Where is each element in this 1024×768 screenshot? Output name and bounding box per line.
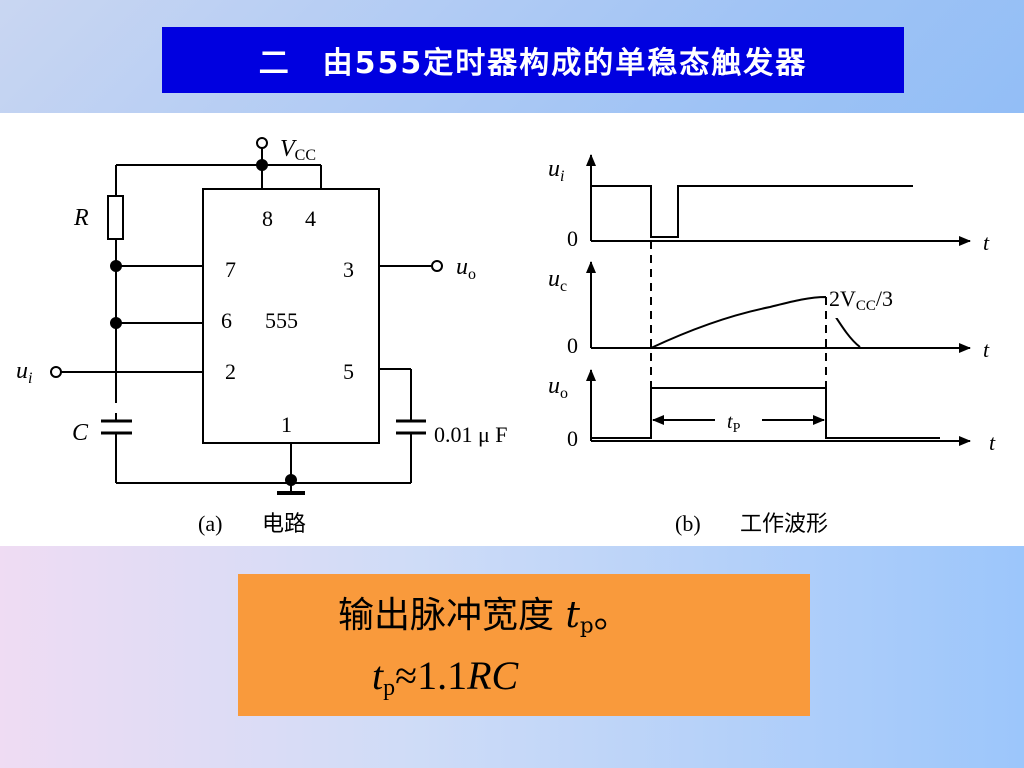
- ground-junction: [285, 474, 297, 486]
- uo-output-label: uo: [456, 254, 476, 283]
- resistor-label: R: [73, 205, 89, 231]
- uo-zero-label: 0: [567, 426, 578, 451]
- pin-6-label: 6: [221, 308, 232, 333]
- resistor-r: [107, 195, 124, 240]
- uc-zero-label: 0: [567, 333, 578, 358]
- threshold-label: 2VCC/3: [829, 286, 893, 314]
- pulse-width-line: 输出脉冲宽度 tp。: [338, 586, 630, 638]
- capacitor-label: C: [72, 420, 89, 446]
- pulse-width-formula: tp≈1.1RC: [372, 652, 518, 702]
- waveform-diagram: ui 0 t uc 0 t 2VCC/3 uo 0 t tP (b) 工作波形: [548, 154, 996, 537]
- pin-7-label: 7: [225, 257, 236, 282]
- pulse-width-box: 输出脉冲宽度 tp。 tp≈1.1RC: [238, 574, 810, 716]
- caption-b-label: (b): [675, 511, 701, 536]
- caption-a-label: (a): [198, 511, 222, 536]
- pin-3-label: 3: [343, 257, 354, 282]
- circuit-diagram: VCC 8 4 7 3 6 555 2 5 1 R C 0.01 μ F ui …: [16, 136, 508, 537]
- ui-zero-label: 0: [567, 226, 578, 251]
- pin-2-label: 2: [225, 359, 236, 384]
- vcc-label: VCC: [280, 136, 316, 164]
- chip-name-label: 555: [265, 308, 298, 333]
- pulse-width-text: 输出脉冲宽度: [338, 595, 566, 636]
- uc-waveform: [650, 295, 861, 349]
- tp-label: tP: [727, 411, 741, 436]
- ui-input-label: ui: [16, 358, 32, 387]
- formula-rc: RC: [467, 653, 519, 698]
- pin-5-label: 5: [343, 359, 354, 384]
- ui-t-label: t: [983, 230, 990, 255]
- uo-waveform: [591, 387, 940, 439]
- pulse-width-sub: p: [579, 613, 594, 639]
- vcc-terminal: [256, 137, 268, 149]
- pin-1-label: 1: [281, 412, 292, 437]
- caption-b-text: 工作波形: [740, 512, 828, 537]
- ui-axis-label: ui: [548, 156, 564, 185]
- page-title: 二 由555定时器构成的单稳态触发器: [162, 27, 904, 93]
- pin-8-label: 8: [262, 206, 273, 231]
- pin-4-label: 4: [305, 206, 316, 231]
- ui-terminal: [50, 366, 62, 378]
- uo-terminal: [431, 260, 443, 272]
- uo-axis-label: uo: [548, 373, 568, 402]
- caption-a-text: 电路: [262, 512, 306, 537]
- pulse-width-end: 。: [593, 595, 630, 636]
- threshold-label-bg: [826, 268, 946, 318]
- capacitor-value-label: 0.01 μ F: [434, 422, 508, 447]
- ui-waveform: [591, 185, 913, 238]
- r-label-bg: [70, 189, 138, 240]
- formula-sub: p: [383, 675, 396, 701]
- uc-axis-label: uc: [548, 266, 567, 295]
- pulse-width-var: t: [565, 595, 580, 636]
- formula-var: t: [372, 653, 384, 698]
- title-text: 二 由555定时器构成的单稳态触发器: [258, 46, 808, 81]
- uc-t-label: t: [983, 337, 990, 362]
- formula-approx: ≈1.1: [395, 653, 468, 698]
- uo-t-label: t: [989, 430, 996, 455]
